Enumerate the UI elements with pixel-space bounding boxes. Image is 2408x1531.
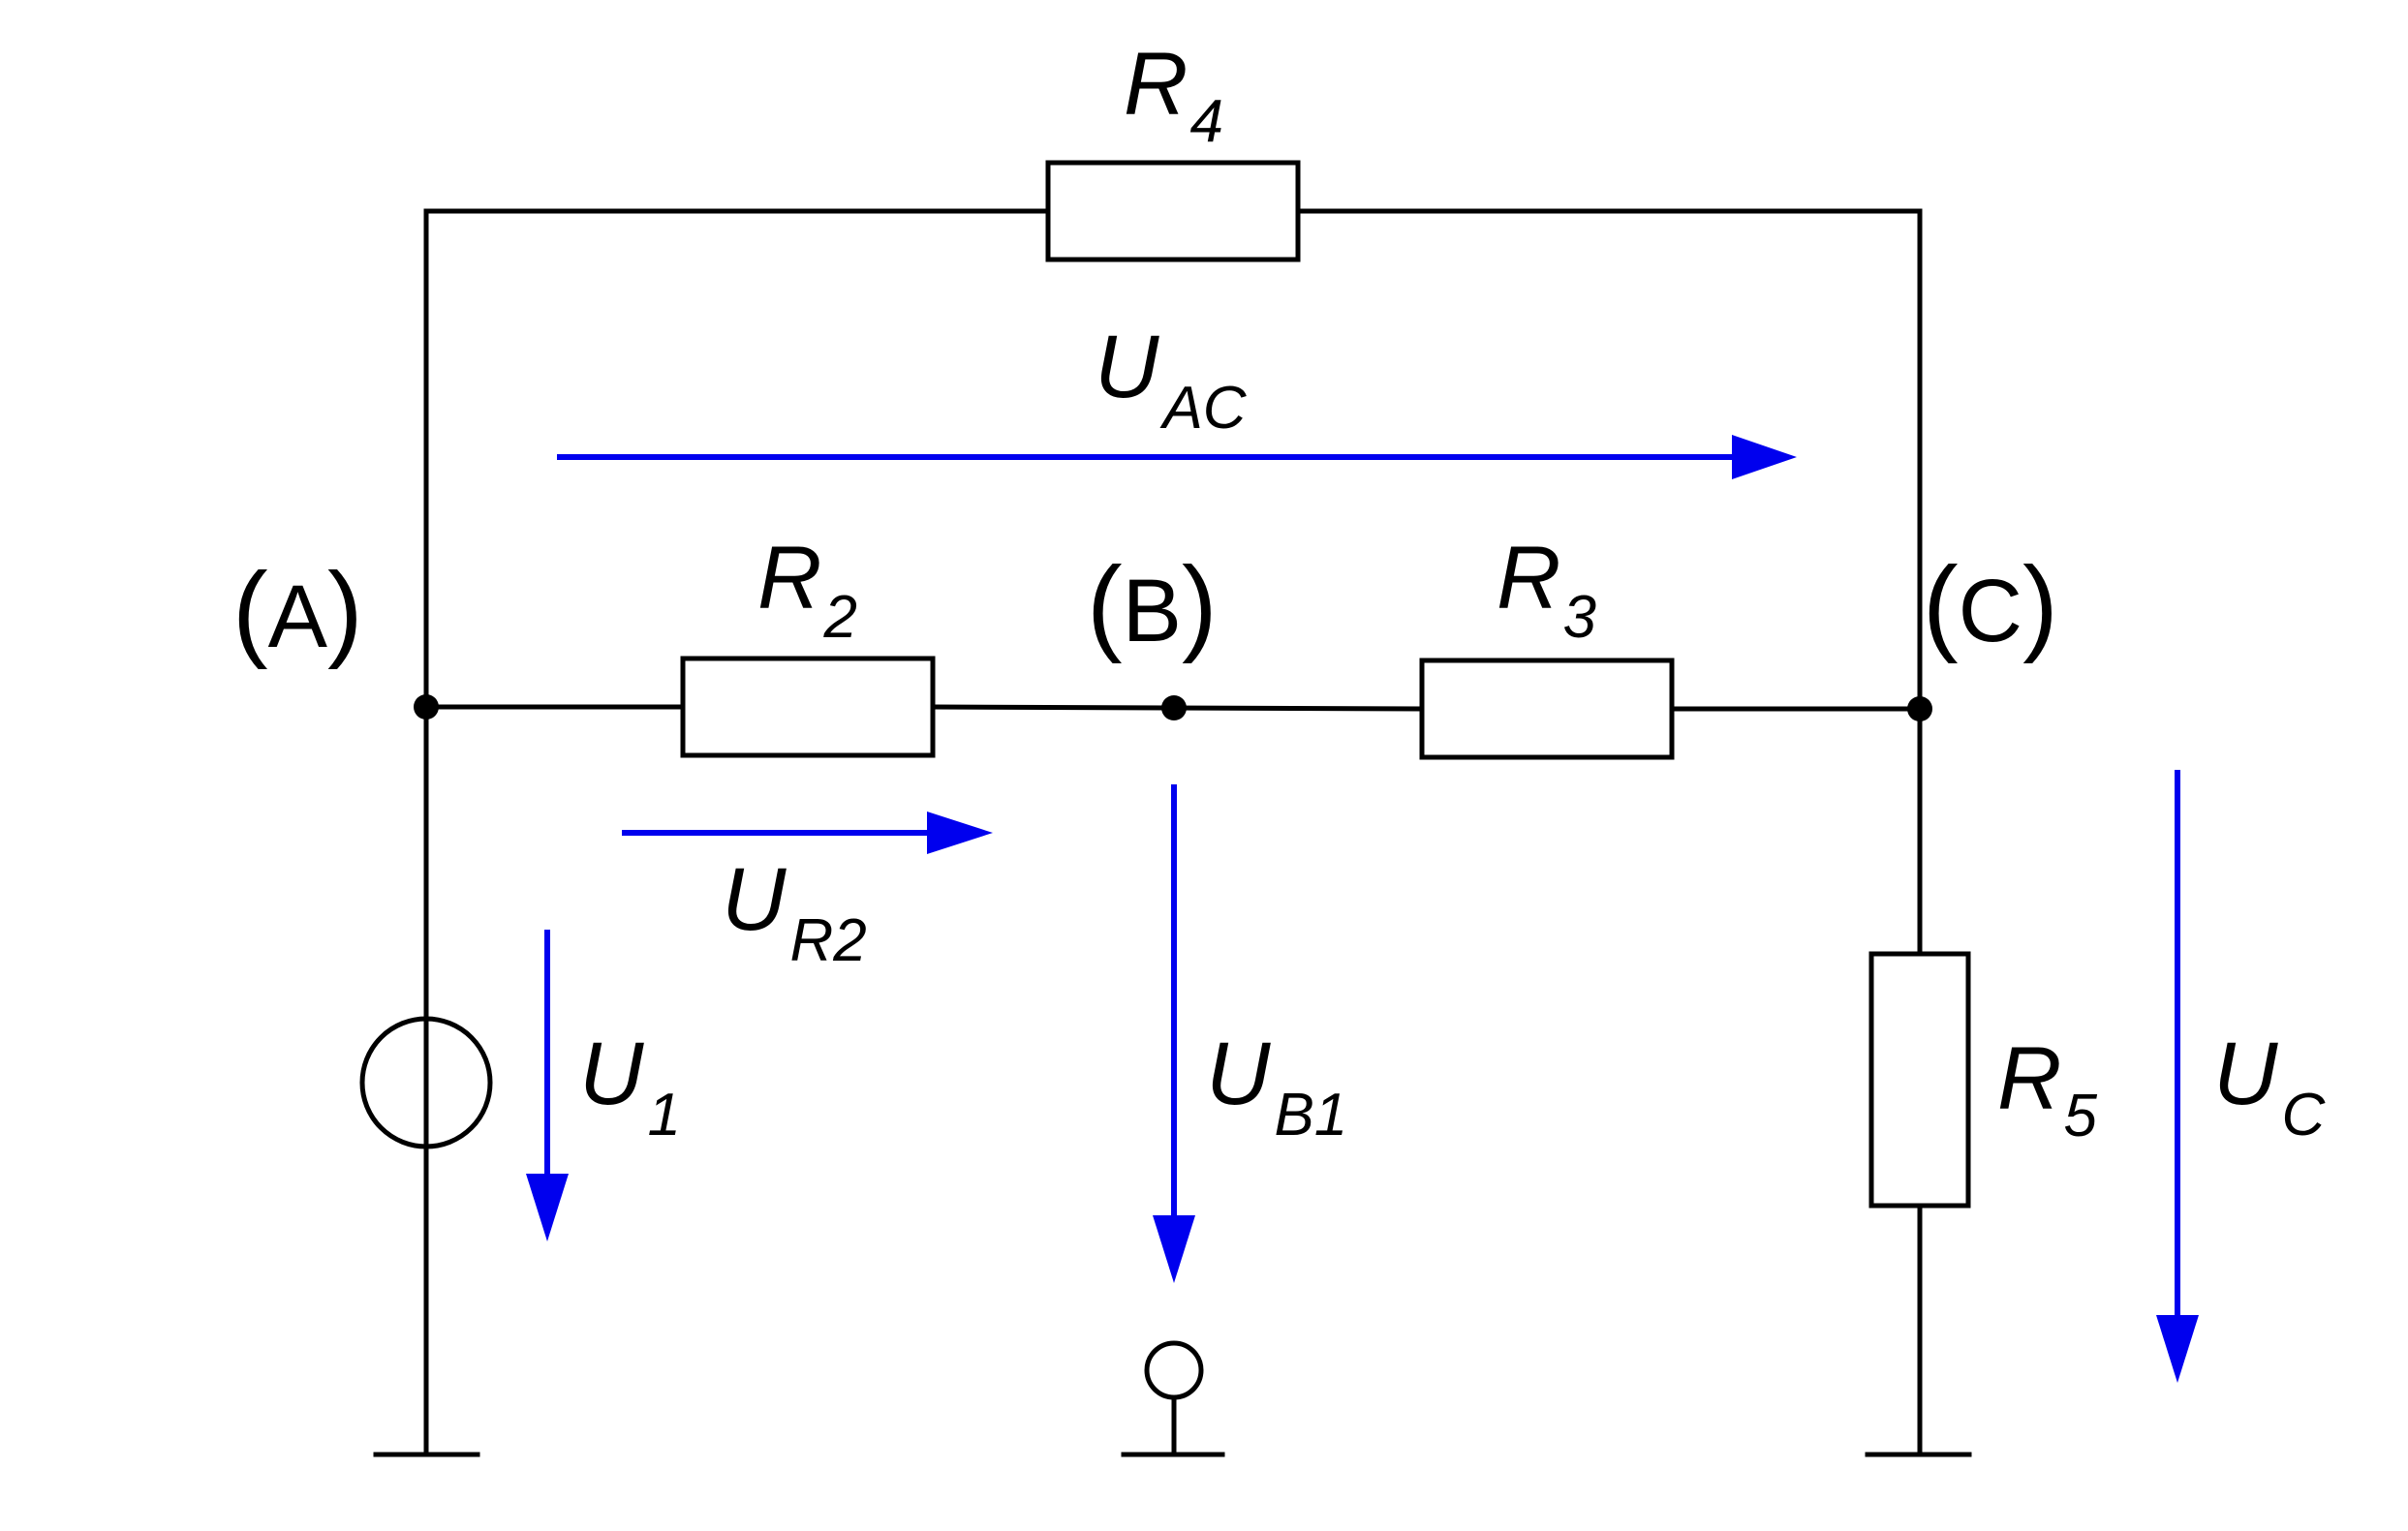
arrow-u-c: [2156, 770, 2199, 1383]
arrow-u-r2: [622, 811, 993, 854]
node-label-c: (C): [1923, 545, 2058, 664]
resistor-r4: [1045, 160, 1301, 262]
arrow-u-b1: [1153, 784, 1195, 1283]
resistor-r2: [680, 656, 936, 758]
resistor-r3: [1419, 658, 1675, 760]
arrow-u-ac-head: [1732, 435, 1797, 479]
label-r3: R3: [1497, 529, 1596, 651]
resistor-r5: [1868, 951, 1971, 1209]
arrow-u-ac: [557, 435, 1797, 479]
wires: [423, 208, 1923, 1457]
arrow-u-c-head: [2156, 1315, 2199, 1383]
label-u-ac: UAC: [1095, 318, 1248, 442]
label-u-r2: UR2: [722, 850, 867, 974]
label-u-c: UC: [2213, 1025, 2326, 1148]
label-r4: R4: [1124, 35, 1223, 155]
label-u-1: U1: [579, 1025, 681, 1148]
node-label-a: (A): [232, 551, 363, 670]
arrow-u-b1-head: [1153, 1215, 1195, 1283]
label-r5: R5: [1997, 1029, 2097, 1149]
node-label-b: (B): [1087, 545, 1218, 664]
junction-dot-b: [1161, 695, 1187, 720]
terminal-circle: [1144, 1340, 1204, 1400]
arrow-u-1-head: [526, 1174, 569, 1241]
arrow-u-r2-head: [927, 811, 993, 854]
label-u-b1: UB1: [1206, 1025, 1347, 1148]
arrow-u-1: [526, 930, 569, 1241]
junction-dot-c: [1907, 696, 1932, 721]
junction-dot-a: [414, 694, 439, 720]
label-r2: R2: [757, 529, 857, 651]
voltage-source: [359, 1016, 493, 1150]
